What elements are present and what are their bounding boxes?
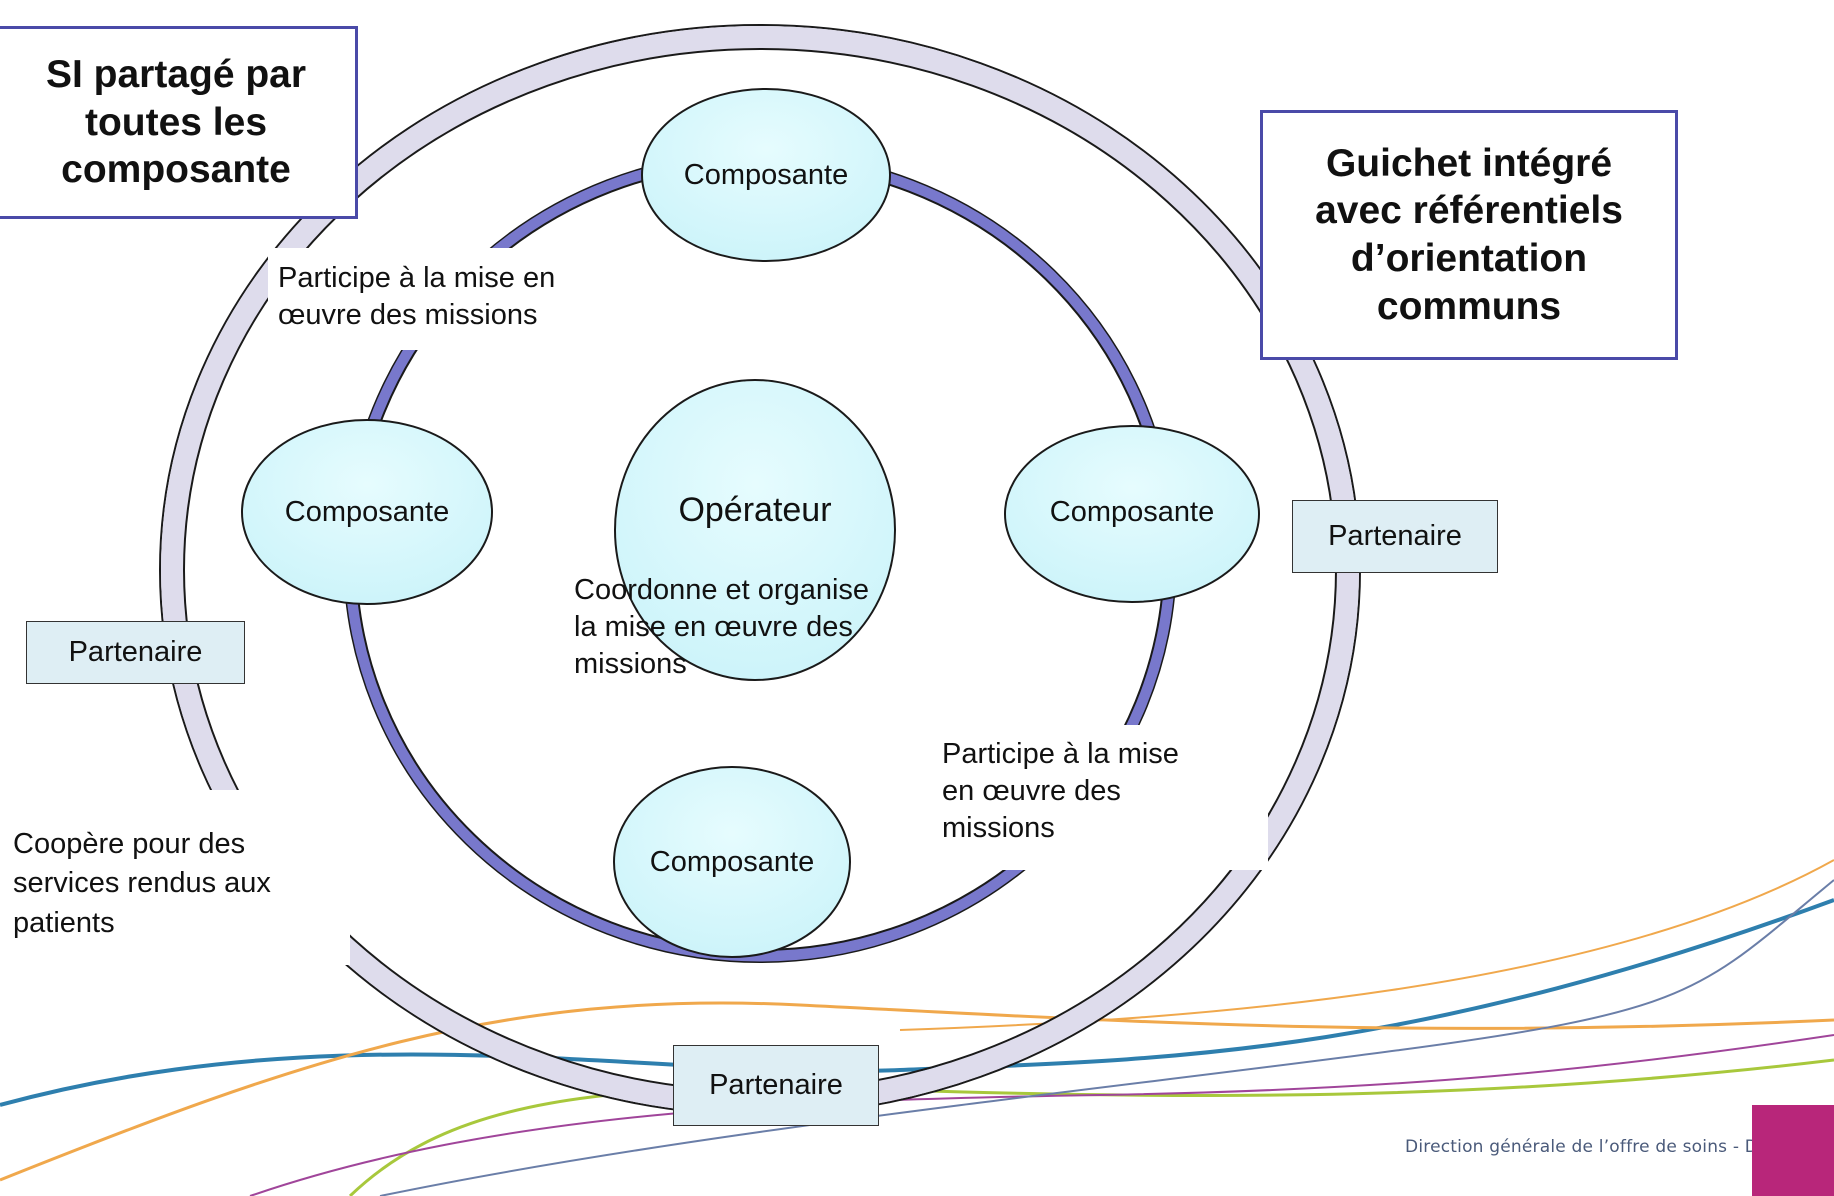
bubble-composante-left (241, 419, 493, 605)
annotation-participe-top: Participe à la mise en œuvre des mission… (278, 262, 556, 332)
brand-corner-mark (1752, 1105, 1834, 1196)
partenaire-bottom-box: Partenaire (673, 1045, 879, 1126)
footer-credit: Direction générale de l’offre de soins -… (1405, 1137, 1796, 1157)
annotation-participe-bottom: Participe à la mise en œuvre des mission… (942, 738, 1179, 845)
annotation-coopere: Coopère pour des services rendus aux pat… (13, 828, 271, 939)
bubbles (241, 88, 1260, 958)
composante-left-label: Composante (284, 495, 450, 528)
operateur-label: Opérateur (678, 490, 832, 529)
partenaire-left-box: Partenaire (26, 621, 245, 684)
bubble-composante-bottom (613, 766, 851, 958)
bubble-composante-top (641, 88, 891, 262)
si-partage-box: SI partagé par toutes les composante (0, 26, 358, 219)
composante-bottom-label: Composante (649, 845, 815, 878)
composante-right-label: Composante (1049, 495, 1215, 528)
guichet-integre-box: Guichet intégré avec référentiels d’orie… (1260, 110, 1678, 360)
bubble-composante-right (1004, 425, 1260, 603)
composante-top-label: Composante (683, 158, 849, 191)
decorative-waves (0, 859, 1834, 1196)
annotation-coordonne: Coordonne et organise la mise en œuvre d… (574, 574, 870, 681)
label-backgrounds (0, 248, 1268, 965)
partenaire-right-box: Partenaire (1292, 500, 1498, 573)
bubble-operateur (614, 379, 896, 681)
